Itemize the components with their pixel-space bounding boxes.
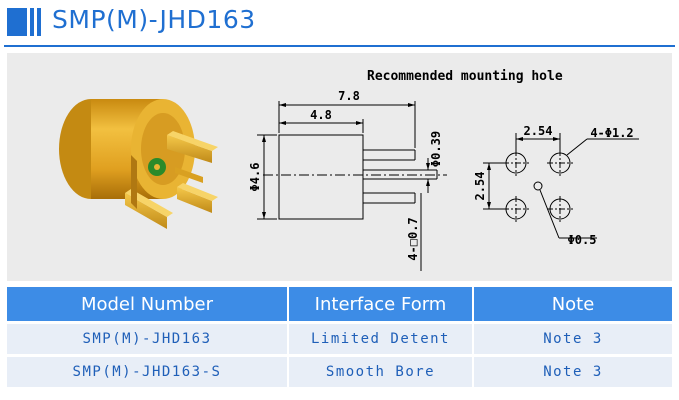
title-marker — [37, 8, 41, 36]
drawing-labels: Recommended mounting hole 7.8 4.8 Φ4.6 Φ… — [248, 69, 634, 261]
dim-hole-pitch-x: 2.54 — [524, 124, 553, 138]
table-row: SMP(M)-JHD163 Limited Detent Note 3 — [7, 324, 672, 354]
connector-render — [59, 99, 218, 229]
technical-drawing: Recommended mounting hole 7.8 4.8 Φ4.6 Φ… — [59, 69, 639, 271]
spec-table: Model Number Interface Form Note SMP(M)-… — [7, 287, 672, 387]
side-view-drawing — [257, 101, 447, 271]
dim-hole-size: 4-Φ1.2 — [590, 126, 633, 140]
drawing-caption: Recommended mounting hole — [367, 69, 563, 84]
page-header: SMP(M)-JHD163 — [0, 0, 679, 47]
dim-square-pins: 4-□0.7 — [406, 217, 420, 260]
cell-interface-form: Smooth Bore — [287, 357, 472, 387]
dim-pin-diameter: Φ0.39 — [429, 131, 443, 167]
dim-body-diameter: Φ4.6 — [248, 163, 262, 192]
dim-body-length: 4.8 — [310, 108, 332, 122]
page-title: SMP(M)-JHD163 — [52, 5, 256, 34]
hole-dimension-arrows — [487, 137, 560, 209]
cell-note: Note 3 — [472, 324, 672, 354]
mounting-hole-drawing — [483, 133, 639, 239]
title-marker — [30, 8, 34, 36]
title-marker — [7, 8, 27, 36]
header-interface-form: Interface Form — [287, 287, 472, 321]
table-header-row: Model Number Interface Form Note — [7, 287, 672, 321]
cell-interface-form: Limited Detent — [287, 324, 472, 354]
header-model-number: Model Number — [7, 287, 287, 321]
dimension-arrows — [262, 103, 430, 219]
cell-model-number: SMP(M)-JHD163 — [7, 324, 287, 354]
header-note: Note — [472, 287, 672, 321]
dim-overall-length: 7.8 — [338, 89, 360, 103]
cell-note: Note 3 — [472, 357, 672, 387]
dim-center-hole: Φ0.5 — [568, 233, 597, 247]
cell-model-number: SMP(M)-JHD163-S — [7, 357, 287, 387]
dim-hole-pitch-y: 2.54 — [473, 172, 487, 201]
table-row: SMP(M)-JHD163-S Smooth Bore Note 3 — [7, 357, 672, 387]
drawing-panel: Recommended mounting hole 7.8 4.8 Φ4.6 Φ… — [7, 53, 672, 281]
title-rule — [4, 45, 675, 47]
